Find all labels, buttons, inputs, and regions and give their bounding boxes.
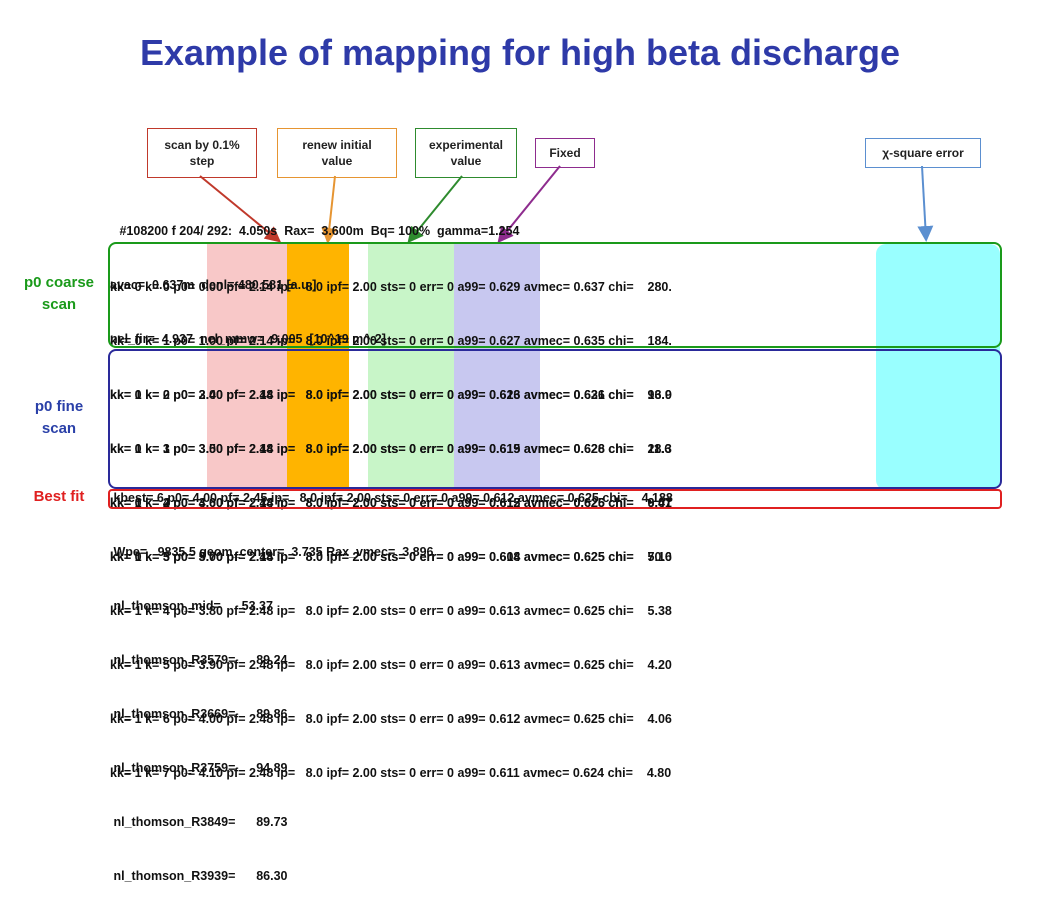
coarse-scan-label: p0 coarse scan	[23, 274, 95, 313]
annotation-arrows	[199, 165, 934, 244]
p0-column-highlight	[207, 244, 287, 490]
renew-initial-value-note: renew initial value	[277, 128, 397, 178]
best-fit-frame	[108, 489, 1002, 509]
footer-line: Wpe= 9835.5 geom_center= 3.735 Rax_vmec=…	[110, 545, 434, 559]
table-row: kk= 0 k= 2 p0= 2.00 pf= 2.14 ip= 8.0 ipf…	[110, 388, 672, 402]
table-row: kk= 0 k= 4 p0= 4.00 pf= 2.14 ip= 8.0 ipf…	[110, 496, 672, 510]
table-row: kk= 1 k= 0 p0= 3.40 pf= 2.48 ip= 8.0 ipf…	[110, 388, 672, 402]
pf-column-highlight	[287, 244, 349, 490]
table-row: kk= 0 k= 5 p0= 5.00 pf= 2.14 ip= 8.0 ipf…	[110, 550, 672, 564]
table-row: kk= 0 k= 1 p0= 1.00 pf= 2.14 ip= 8.0 ipf…	[110, 334, 672, 348]
arrow-renew	[321, 175, 338, 244]
fixed-note: Fixed	[535, 138, 595, 168]
table-row: kk= 1 k= 2 p0= 3.60 pf= 2.48 ip= 8.0 ipf…	[110, 496, 672, 510]
footer-line: nl_thomson_R3759= 94.89	[110, 761, 288, 775]
sts-column-highlight	[454, 244, 540, 490]
table-row: kk= 0 k= 0 p0= 0.00 pf= 2.14 ip= 8.0 ipf…	[110, 280, 672, 294]
header-line: nel_fir= 4.937 nel_mmw= 9.005 [10^19 m^-…	[110, 332, 386, 346]
footer-line: nl_thomson_R3849= 89.73	[110, 815, 288, 829]
best-fit-label: Best fit	[33, 488, 85, 505]
fine-scan-label: p0 fine scan	[34, 398, 84, 437]
footer-block: Wpe= 9835.5 geom_center= 3.735 Rax_vmec=…	[110, 507, 433, 903]
footer-line: nl_thomson_R3939= 86.30	[110, 869, 288, 883]
table-row: kk= 1 k= 3 p0= 3.70 pf= 2.48 ip= 8.0 ipf…	[110, 550, 672, 564]
table-row: kk= 0 k= 3 p0= 3.00 pf= 2.14 ip= 8.0 ipf…	[110, 442, 672, 456]
experimental-value-note: experimental value	[415, 128, 517, 178]
footer-line: nl_thomson_mid= 53.37	[110, 599, 273, 613]
table-row: kk= 1 k= 1 p0= 3.50 pf= 2.48 ip= 8.0 ipf…	[110, 442, 672, 456]
table-row: kk= 1 k= 4 p0= 3.80 pf= 2.48 ip= 8.0 ipf…	[110, 604, 672, 618]
header-line: #108200 f 204/ 292: 4.050s Rax= 3.600m B…	[116, 224, 520, 238]
page-title: Example of mapping for high beta dischar…	[139, 32, 901, 73]
ipf-column-highlight	[368, 244, 454, 490]
arrow-experimental	[407, 175, 463, 244]
fine-scan-frame	[108, 349, 1002, 489]
footer-line: nl_thomson_R3669= 89.86	[110, 707, 288, 721]
arrow-chi-square	[917, 165, 934, 242]
chi-square-error-note: χ-square error	[865, 138, 981, 168]
header-line: avac= 0.637m denl= 480.581 [a.u.]	[110, 278, 317, 292]
coarse-scan-rows: kk= 0 k= 0 p0= 0.00 pf= 2.14 ip= 8.0 ipf…	[110, 242, 672, 584]
arrow-scan-step	[199, 175, 282, 243]
best-fit-row: kbest= 6 p0= 4.00 pf= 2.45 ip= 8.0 ipf= …	[110, 491, 673, 505]
header-block: #108200 f 204/ 292: 4.050s Rax= 3.600m B…	[110, 186, 519, 366]
coarse-scan-frame	[108, 242, 1002, 348]
table-row: kk= 1 k= 5 p0= 3.90 pf= 2.48 ip= 8.0 ipf…	[110, 658, 672, 672]
footer-line: nl_thomson_R3579= 89.24	[110, 653, 288, 667]
chi-column-highlight	[876, 244, 1000, 490]
arrow-fixed	[497, 165, 561, 244]
